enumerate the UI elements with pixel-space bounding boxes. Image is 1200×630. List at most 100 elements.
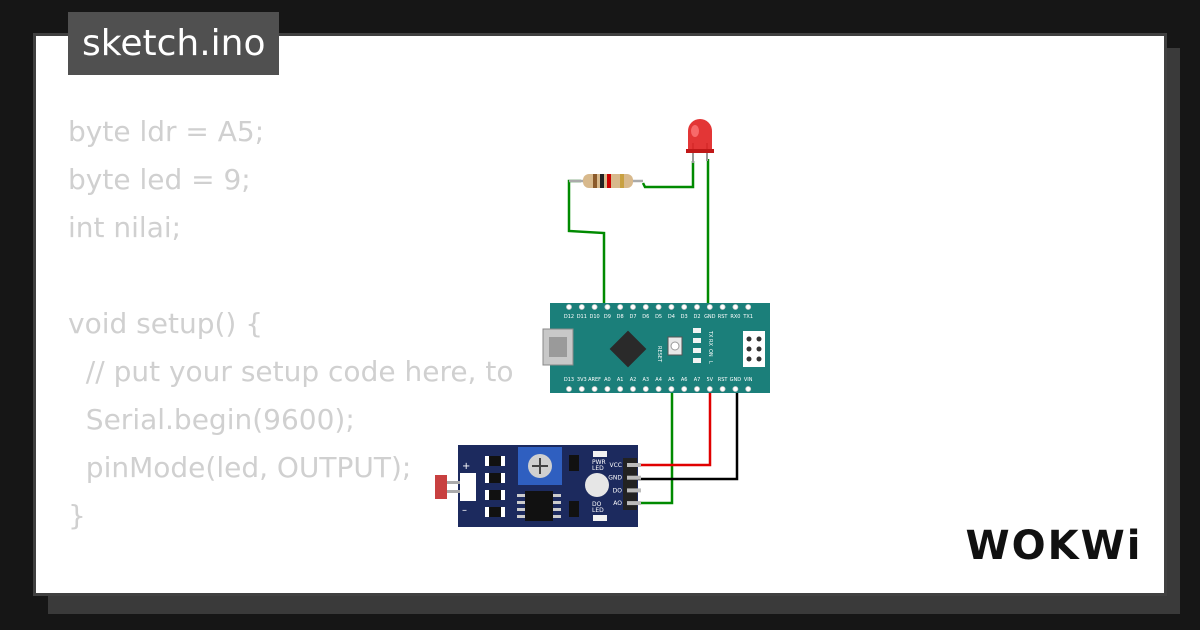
led-label-l: L (707, 361, 713, 364)
file-tab[interactable]: sketch.ino (68, 12, 280, 75)
code-line: byte ldr = A5; (68, 115, 265, 148)
sensor-pin-vcc[interactable] (627, 463, 641, 467)
pin-top-label: D9 (604, 314, 611, 320)
pin-bottom-a6[interactable] (681, 386, 688, 392)
icsp-header (743, 331, 765, 367)
code-editor[interactable]: byte ldr = A5; byte led = 9; int nilai; voi… (68, 108, 514, 593)
ldr-plus-label: + (462, 461, 470, 472)
pin-bottom-a3[interactable] (642, 386, 649, 392)
sensor-pin-label: DO (613, 487, 623, 494)
pin-bottom-label: 5V (706, 377, 713, 383)
wire-5v-to-vcc[interactable] (638, 383, 712, 467)
pin-bottom-a2[interactable] (630, 386, 636, 392)
code-line: int nilai; (68, 211, 182, 244)
sensor-pin-label: AO (613, 500, 622, 507)
code-line: // put your setup code here, to (68, 355, 514, 388)
pin-bottom-aref[interactable] (591, 386, 598, 392)
pin-top-gnd[interactable] (706, 304, 713, 310)
comparator-chip (525, 491, 553, 521)
red-led[interactable] (686, 119, 714, 163)
pin-bottom-a4[interactable] (655, 386, 662, 392)
pin-bottom-label: AREF (588, 377, 601, 383)
pin-top-label: D4 (668, 314, 675, 320)
pin-bottom-5v[interactable] (706, 386, 713, 392)
pin-top-d6[interactable] (642, 304, 649, 310)
pin-bottom-a7[interactable] (694, 386, 700, 392)
pin-top-d9[interactable] (604, 304, 611, 310)
wokwi-logo-text: WOKWi (966, 523, 1143, 569)
pin-top-label: RX0 (730, 314, 740, 320)
code-line: } (68, 499, 86, 532)
pin-bottom-label: A3 (642, 377, 649, 383)
wire-a5-to-ao[interactable] (638, 383, 674, 505)
ldr-sensor-module[interactable]: + – (435, 445, 641, 527)
wire-resistor-to-led[interactable] (641, 161, 695, 189)
wires (567, 159, 739, 505)
pin-bottom-label: GND (730, 377, 742, 383)
pin-bottom-d13[interactable] (566, 386, 572, 392)
pin-top-label: D11 (577, 314, 587, 320)
pin-bottom-a0[interactable] (604, 386, 611, 392)
pin-top-d7[interactable] (630, 304, 636, 310)
pin-top-d8[interactable] (617, 304, 624, 310)
code-line: void setup() { (68, 307, 264, 340)
pin-bottom-label: A7 (694, 377, 701, 383)
pin-bottom-gnd[interactable] (732, 386, 739, 392)
pin-top-d12[interactable] (566, 304, 572, 310)
pin-top-label: RST (718, 314, 729, 320)
led-label-rx: RX (707, 339, 713, 346)
pin-bottom-a5[interactable] (668, 386, 675, 392)
pin-top-rst[interactable] (719, 304, 726, 310)
file-tab-title: sketch.ino (82, 23, 266, 64)
pin-bottom-label: A6 (681, 377, 688, 383)
pin-bottom-a1[interactable] (617, 386, 624, 392)
pin-top-label: D12 (564, 314, 574, 320)
pin-top-d3[interactable] (681, 304, 688, 310)
sensor-pin-label: GND (608, 475, 622, 482)
pin-bottom-label: 3V3 (577, 377, 587, 383)
pin-top-label: D10 (589, 314, 599, 320)
pin-top-label: D5 (655, 314, 662, 320)
status-leds: TX RX ON L (693, 328, 713, 364)
sensor-dome (585, 473, 609, 497)
pin-bottom-label: RST (718, 377, 729, 383)
resistor[interactable] (569, 174, 643, 188)
led-label-tx: TX (707, 330, 713, 338)
pin-top-label: TX1 (742, 314, 753, 320)
pin-bottom-label: VIN (744, 377, 753, 383)
pin-bottom-label: D13 (564, 377, 574, 383)
pin-bottom-3v3[interactable] (578, 386, 585, 392)
pin-top-label: D8 (617, 314, 624, 320)
pin-top-tx1[interactable] (745, 304, 752, 310)
pwr-led-label: LED (592, 465, 604, 472)
pin-bottom-label: A1 (617, 377, 624, 383)
wire-gnd-to-gnd[interactable] (638, 383, 739, 481)
preview-card[interactable]: byte ldr = A5; byte led = 9; int nilai; voi… (33, 33, 1167, 596)
sensor-pin-label: VCC (610, 462, 622, 469)
code-line: byte led = 9; (68, 163, 251, 196)
pin-top-d4[interactable] (668, 304, 675, 310)
reset-label: RESET (656, 346, 662, 363)
sensor-pin-ao[interactable] (627, 501, 641, 506)
pin-bottom-rst[interactable] (719, 386, 726, 392)
photoresistor (435, 475, 447, 499)
pin-top-label: D2 (693, 314, 700, 320)
sensor-pin-do[interactable] (627, 488, 641, 493)
pin-top-d2[interactable] (694, 304, 700, 310)
led-label-on: ON (707, 349, 713, 357)
sensor-pin-gnd[interactable] (627, 475, 641, 480)
wire-resistor-to-d9[interactable] (567, 179, 606, 307)
pin-bottom-label: A0 (604, 377, 611, 383)
pin-top-d11[interactable] (578, 304, 585, 310)
pin-top-rx0[interactable] (732, 304, 739, 310)
wokwi-logo: WOKWi (966, 523, 1143, 569)
do-label: DO (592, 501, 602, 508)
sensor-pins: VCC GND DO AO (608, 462, 641, 507)
pin-bottom-vin[interactable] (745, 386, 752, 392)
pin-bottom-label: A2 (630, 377, 637, 383)
pin-top-d5[interactable] (655, 304, 662, 310)
pin-top-d10[interactable] (591, 304, 598, 310)
